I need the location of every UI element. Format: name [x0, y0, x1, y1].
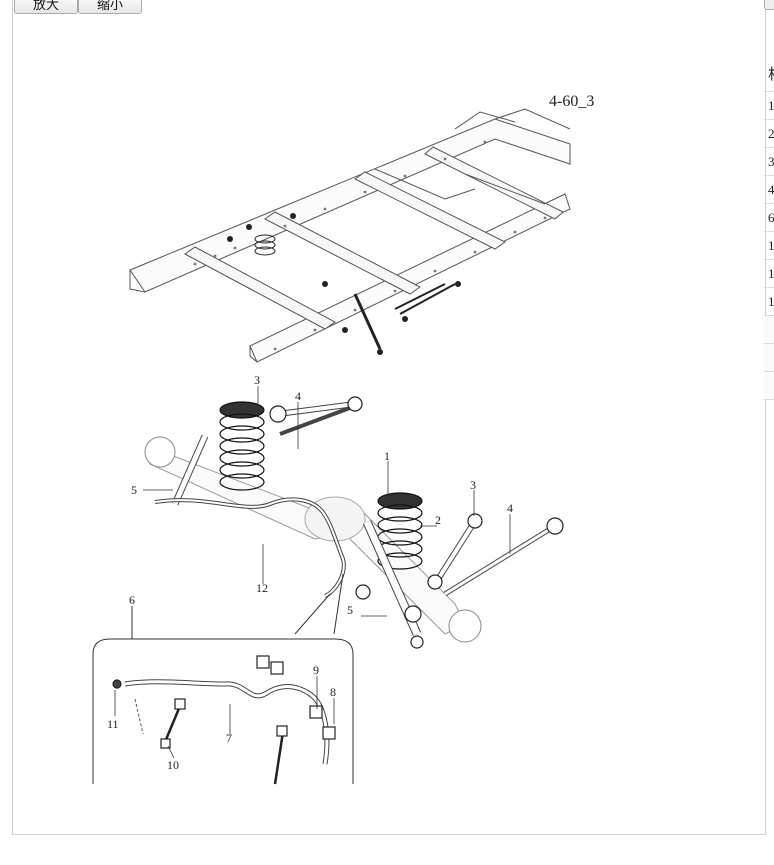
- zoom-in-button[interactable]: 放大: [14, 0, 78, 14]
- callout-3-left: 3: [254, 373, 260, 387]
- callout-5-right: 5: [347, 603, 353, 617]
- parts-diagram: 4-60_3: [92, 93, 594, 785]
- callout-3-right: 3: [470, 478, 476, 492]
- figure-id-label: 4-60_3: [549, 93, 594, 110]
- callout-leaders: [114, 386, 511, 759]
- callout-8: 8: [330, 685, 336, 699]
- callout-6: 6: [129, 593, 135, 607]
- callout-12: 12: [256, 581, 268, 595]
- table-row[interactable]: 1: [764, 231, 774, 260]
- callout-7: 7: [226, 731, 232, 745]
- callout-10: 10: [167, 758, 179, 772]
- table-row[interactable]: 1: [764, 287, 774, 316]
- diagram-viewer: 4-60_3: [12, 0, 766, 835]
- callout-4-left: 4: [295, 389, 301, 403]
- table-row[interactable]: 6: [764, 203, 774, 232]
- table-row[interactable]: 1: [764, 259, 774, 288]
- table-row[interactable]: 3: [764, 147, 774, 176]
- callout-1: 1: [384, 449, 390, 463]
- table-row[interactable]: 2: [764, 119, 774, 148]
- table-row[interactable]: 4: [764, 175, 774, 204]
- table-row[interactable]: 1: [764, 91, 774, 120]
- callout-4-right: 4: [507, 501, 513, 515]
- stabilizer-inset: [92, 606, 354, 785]
- parts-table: 相 1 2 3 4 6 1 1 1: [764, 55, 774, 400]
- table-header: 相: [764, 55, 774, 92]
- zoom-out-button[interactable]: 缩小: [78, 0, 142, 14]
- vehicle-frame: [129, 108, 571, 363]
- table-row: [764, 315, 774, 344]
- parts-list-panel: 相 1 2 3 4 6 1 1 1: [764, 0, 774, 865]
- panel-button[interactable]: [764, 0, 774, 10]
- callout-9: 9: [313, 663, 319, 677]
- callout-2: 2: [435, 513, 441, 527]
- table-row: [764, 371, 774, 400]
- callout-5-left: 5: [131, 483, 137, 497]
- table-row: [764, 343, 774, 372]
- callout-11: 11: [107, 717, 119, 731]
- rear-axle-assembly: [144, 396, 564, 649]
